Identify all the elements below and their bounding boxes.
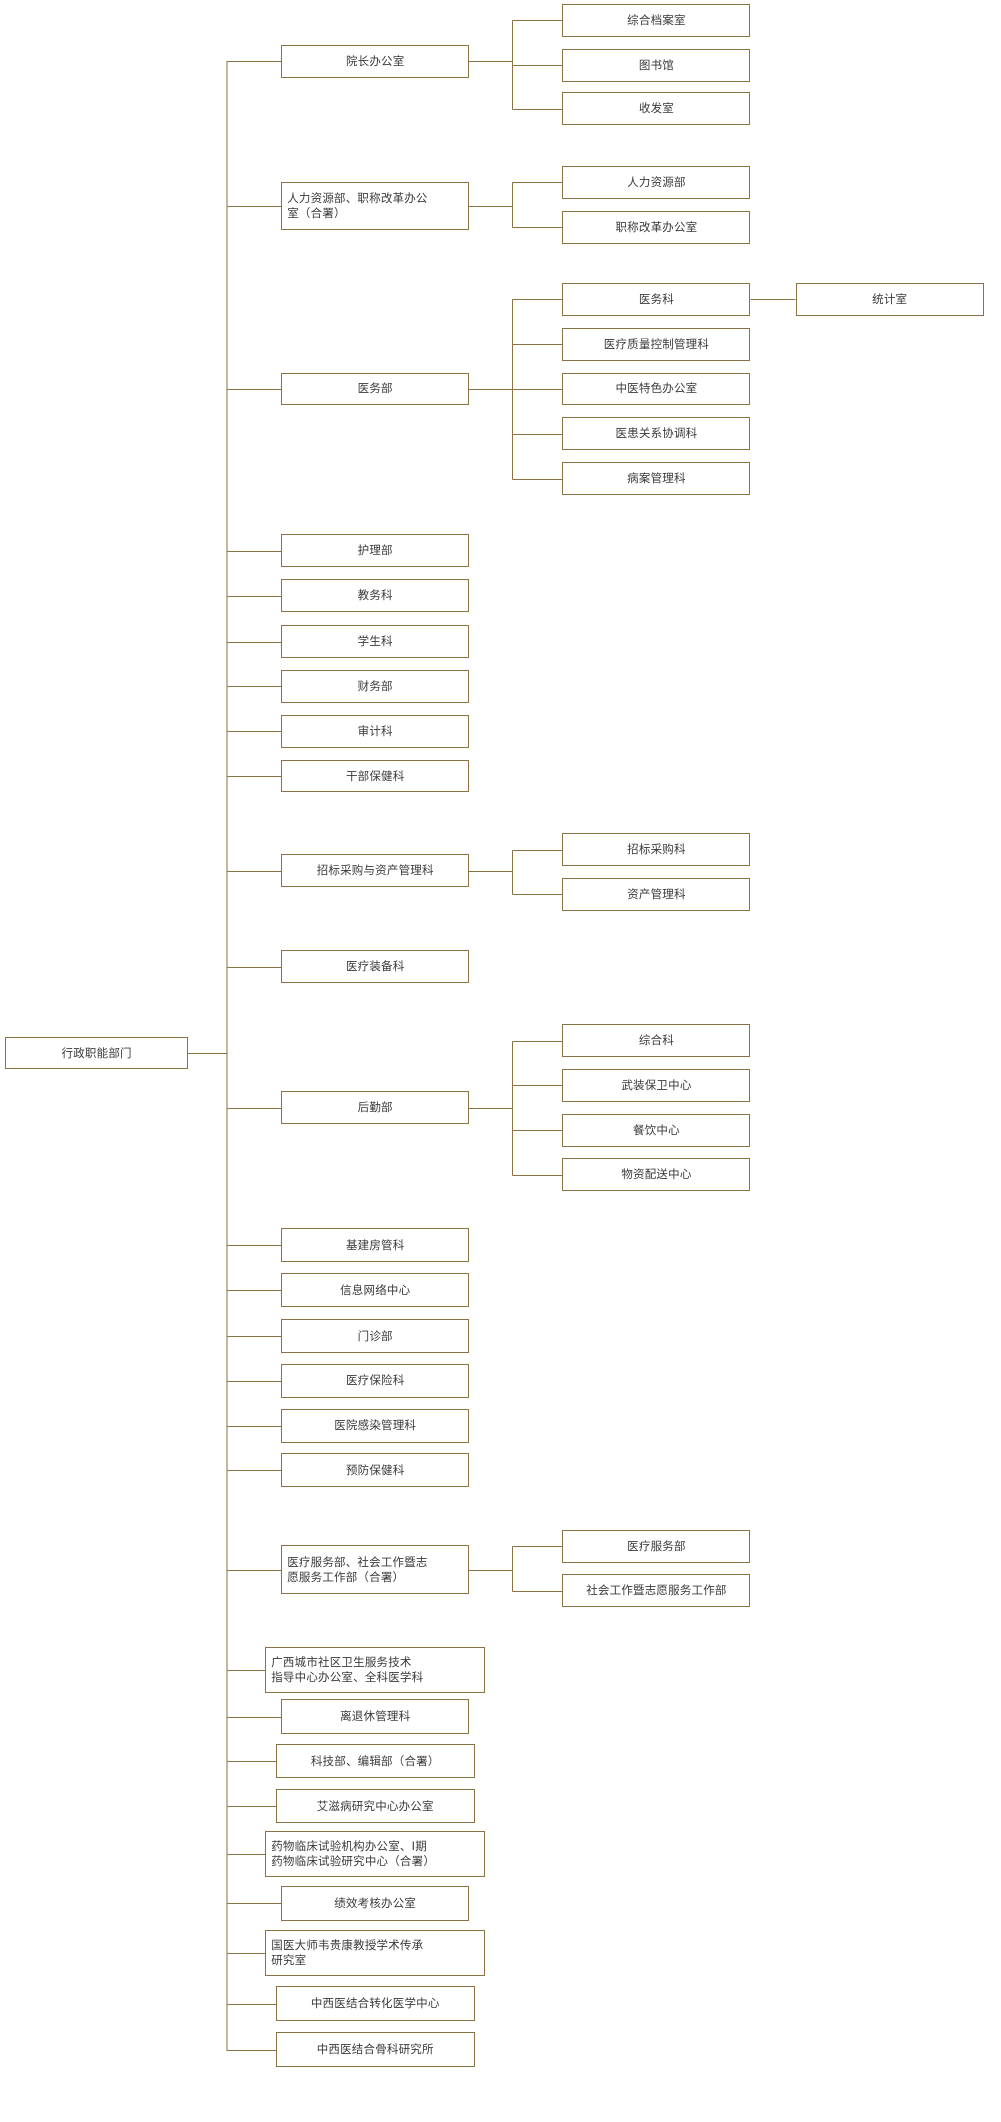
- level3-node-8[interactable]: 医患关系协调科: [562, 417, 751, 451]
- level2-node-5[interactable]: 学生科: [281, 625, 470, 659]
- level2-node-13[interactable]: 信息网络中心: [281, 1272, 470, 1308]
- level3-node-5[interactable]: 医务科: [562, 283, 751, 316]
- level3-node-10[interactable]: 招标采购科: [562, 833, 751, 867]
- level2-node-17[interactable]: 预防保健科: [281, 1453, 470, 1488]
- level2-node-2[interactable]: 医务部: [281, 372, 470, 406]
- level3-node-6[interactable]: 医疗质量控制管理科: [562, 327, 751, 361]
- level3-node-13[interactable]: 武装保卫中心: [562, 1068, 751, 1102]
- level2-node-19[interactable]: 广西城市社区卫生服务技术 指导中心办公室、全科医学科: [265, 1646, 486, 1693]
- level2-node-18[interactable]: 医疗服务部、社会工作暨志 愿服务工作部（合署）: [281, 1545, 470, 1595]
- level3-node-1[interactable]: 图书馆: [562, 48, 751, 82]
- level2-node-3[interactable]: 护理部: [281, 534, 470, 568]
- level2-node-1[interactable]: 人力资源部、职称改革办公 室（合署）: [281, 181, 470, 231]
- level3-node-9[interactable]: 病案管理科: [562, 462, 751, 495]
- level2-node-27[interactable]: 中西医结合骨科研究所: [275, 2032, 475, 2067]
- level3-node-15[interactable]: 物资配送中心: [562, 1158, 751, 1192]
- level2-node-0[interactable]: 院长办公室: [281, 44, 470, 78]
- level2-node-7[interactable]: 审计科: [281, 714, 470, 748]
- level2-node-22[interactable]: 艾滋病研究中心办公室: [275, 1788, 475, 1824]
- level3-node-14[interactable]: 餐饮中心: [562, 1113, 751, 1147]
- level4-node-0[interactable]: 统计室: [795, 283, 984, 316]
- level2-node-23[interactable]: 药物临床试验机构办公室、I期 药物临床试验研究中心（合署）: [265, 1831, 486, 1878]
- level2-node-21[interactable]: 科技部、编辑部（合署）: [275, 1744, 475, 1779]
- level2-node-6[interactable]: 财务部: [281, 670, 470, 703]
- level3-node-12[interactable]: 综合科: [562, 1024, 751, 1058]
- level2-node-4[interactable]: 教务科: [281, 579, 470, 613]
- level2-node-24[interactable]: 绩效考核办公室: [281, 1886, 470, 1921]
- level2-node-15[interactable]: 医疗保险科: [281, 1363, 470, 1398]
- root-node[interactable]: 行政职能部门: [5, 1037, 188, 1069]
- level3-node-11[interactable]: 资产管理科: [562, 878, 751, 911]
- level3-node-4[interactable]: 职称改革办公室: [562, 210, 751, 244]
- level2-node-12[interactable]: 基建房管科: [281, 1228, 470, 1263]
- level2-node-10[interactable]: 医疗装备科: [281, 950, 470, 984]
- level3-node-2[interactable]: 收发室: [562, 92, 751, 126]
- level3-node-3[interactable]: 人力资源部: [562, 165, 751, 199]
- level3-node-0[interactable]: 综合档案室: [562, 3, 751, 37]
- level2-node-20[interactable]: 离退休管理科: [281, 1699, 470, 1734]
- level2-node-14[interactable]: 门诊部: [281, 1319, 470, 1354]
- level3-node-7[interactable]: 中医特色办公室: [562, 372, 751, 406]
- level2-node-16[interactable]: 医院感染管理科: [281, 1408, 470, 1443]
- level2-node-8[interactable]: 干部保健科: [281, 759, 470, 793]
- level2-node-26[interactable]: 中西医结合转化医学中心: [275, 1986, 475, 2021]
- level2-node-25[interactable]: 国医大师韦贵康教授学术传承 研究室: [265, 1929, 486, 1976]
- level3-node-16[interactable]: 医疗服务部: [562, 1529, 751, 1563]
- level2-node-11[interactable]: 后勤部: [281, 1091, 470, 1125]
- level3-node-17[interactable]: 社会工作暨志愿服务工作部: [562, 1574, 751, 1608]
- level2-node-9[interactable]: 招标采购与资产管理科: [281, 854, 470, 888]
